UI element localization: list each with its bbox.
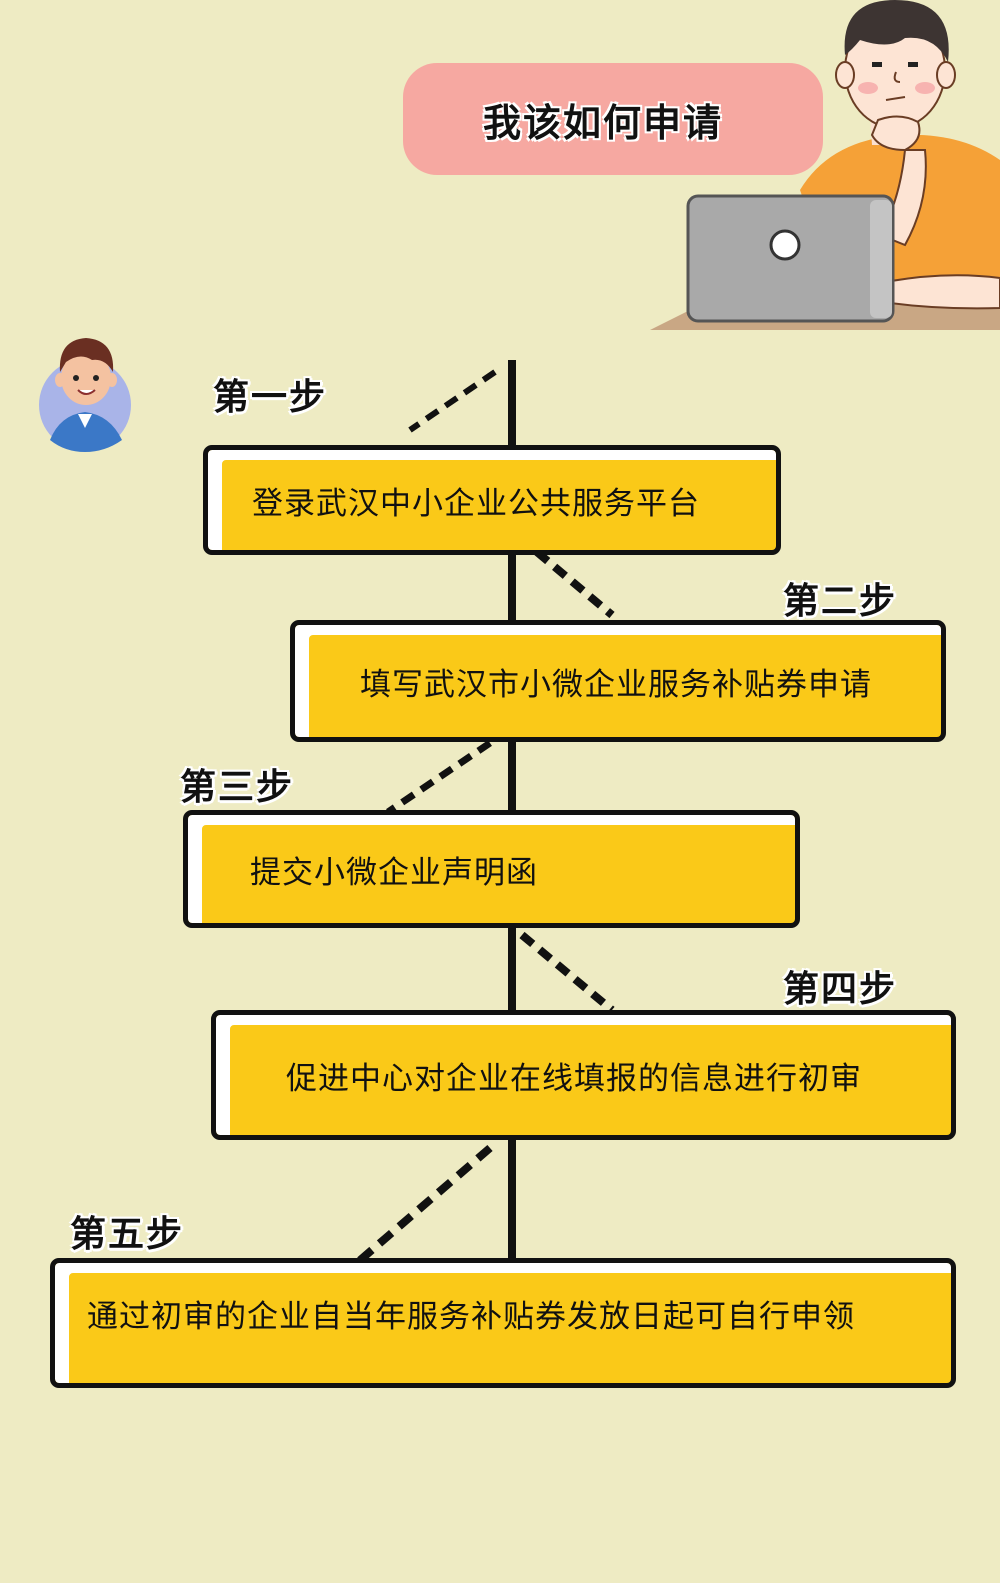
step-3-box: 提交小微企业声明函: [183, 810, 800, 928]
step-2-label: 第二步: [783, 581, 898, 622]
avatar: [39, 338, 131, 452]
step-3-label: 第三步: [180, 767, 295, 808]
step-4-label: 第四步: [783, 969, 898, 1010]
step-5-text: 通过初审的企业自当年服务补贴券发放日起可自行申领: [87, 1299, 855, 1335]
step-4-text: 促进中心对企业在线填报的信息进行初审: [286, 1060, 862, 1097]
dashed-connector-5: [355, 1144, 493, 1266]
step-2-box: 填写武汉市小微企业服务补贴券申请: [290, 620, 946, 742]
step-5-box: 通过初审的企业自当年服务补贴券发放日起可自行申领: [50, 1258, 956, 1388]
question-text: 我该如何申请: [482, 100, 723, 145]
step-1-text: 登录武汉中小企业公共服务平台: [252, 485, 700, 522]
dashed-connector-4: [519, 931, 615, 1014]
step-1-label: 第一步: [213, 377, 328, 418]
dashed-connector-2: [534, 548, 615, 619]
step-5-label: 第五步: [70, 1214, 185, 1255]
step-3-text: 提交小微企业声明函: [250, 854, 538, 891]
dashed-connector-3: [386, 740, 492, 815]
thinking-person-illustration: [650, 0, 1000, 330]
step-4-box: 促进中心对企业在线填报的信息进行初审: [211, 1010, 956, 1140]
step-1-box: 登录武汉中小企业公共服务平台: [203, 445, 781, 555]
dashed-connector-1: [408, 369, 497, 433]
step-2-text: 填写武汉市小微企业服务补贴券申请: [360, 666, 872, 703]
question-bubble: 我该如何申请: [403, 63, 823, 175]
